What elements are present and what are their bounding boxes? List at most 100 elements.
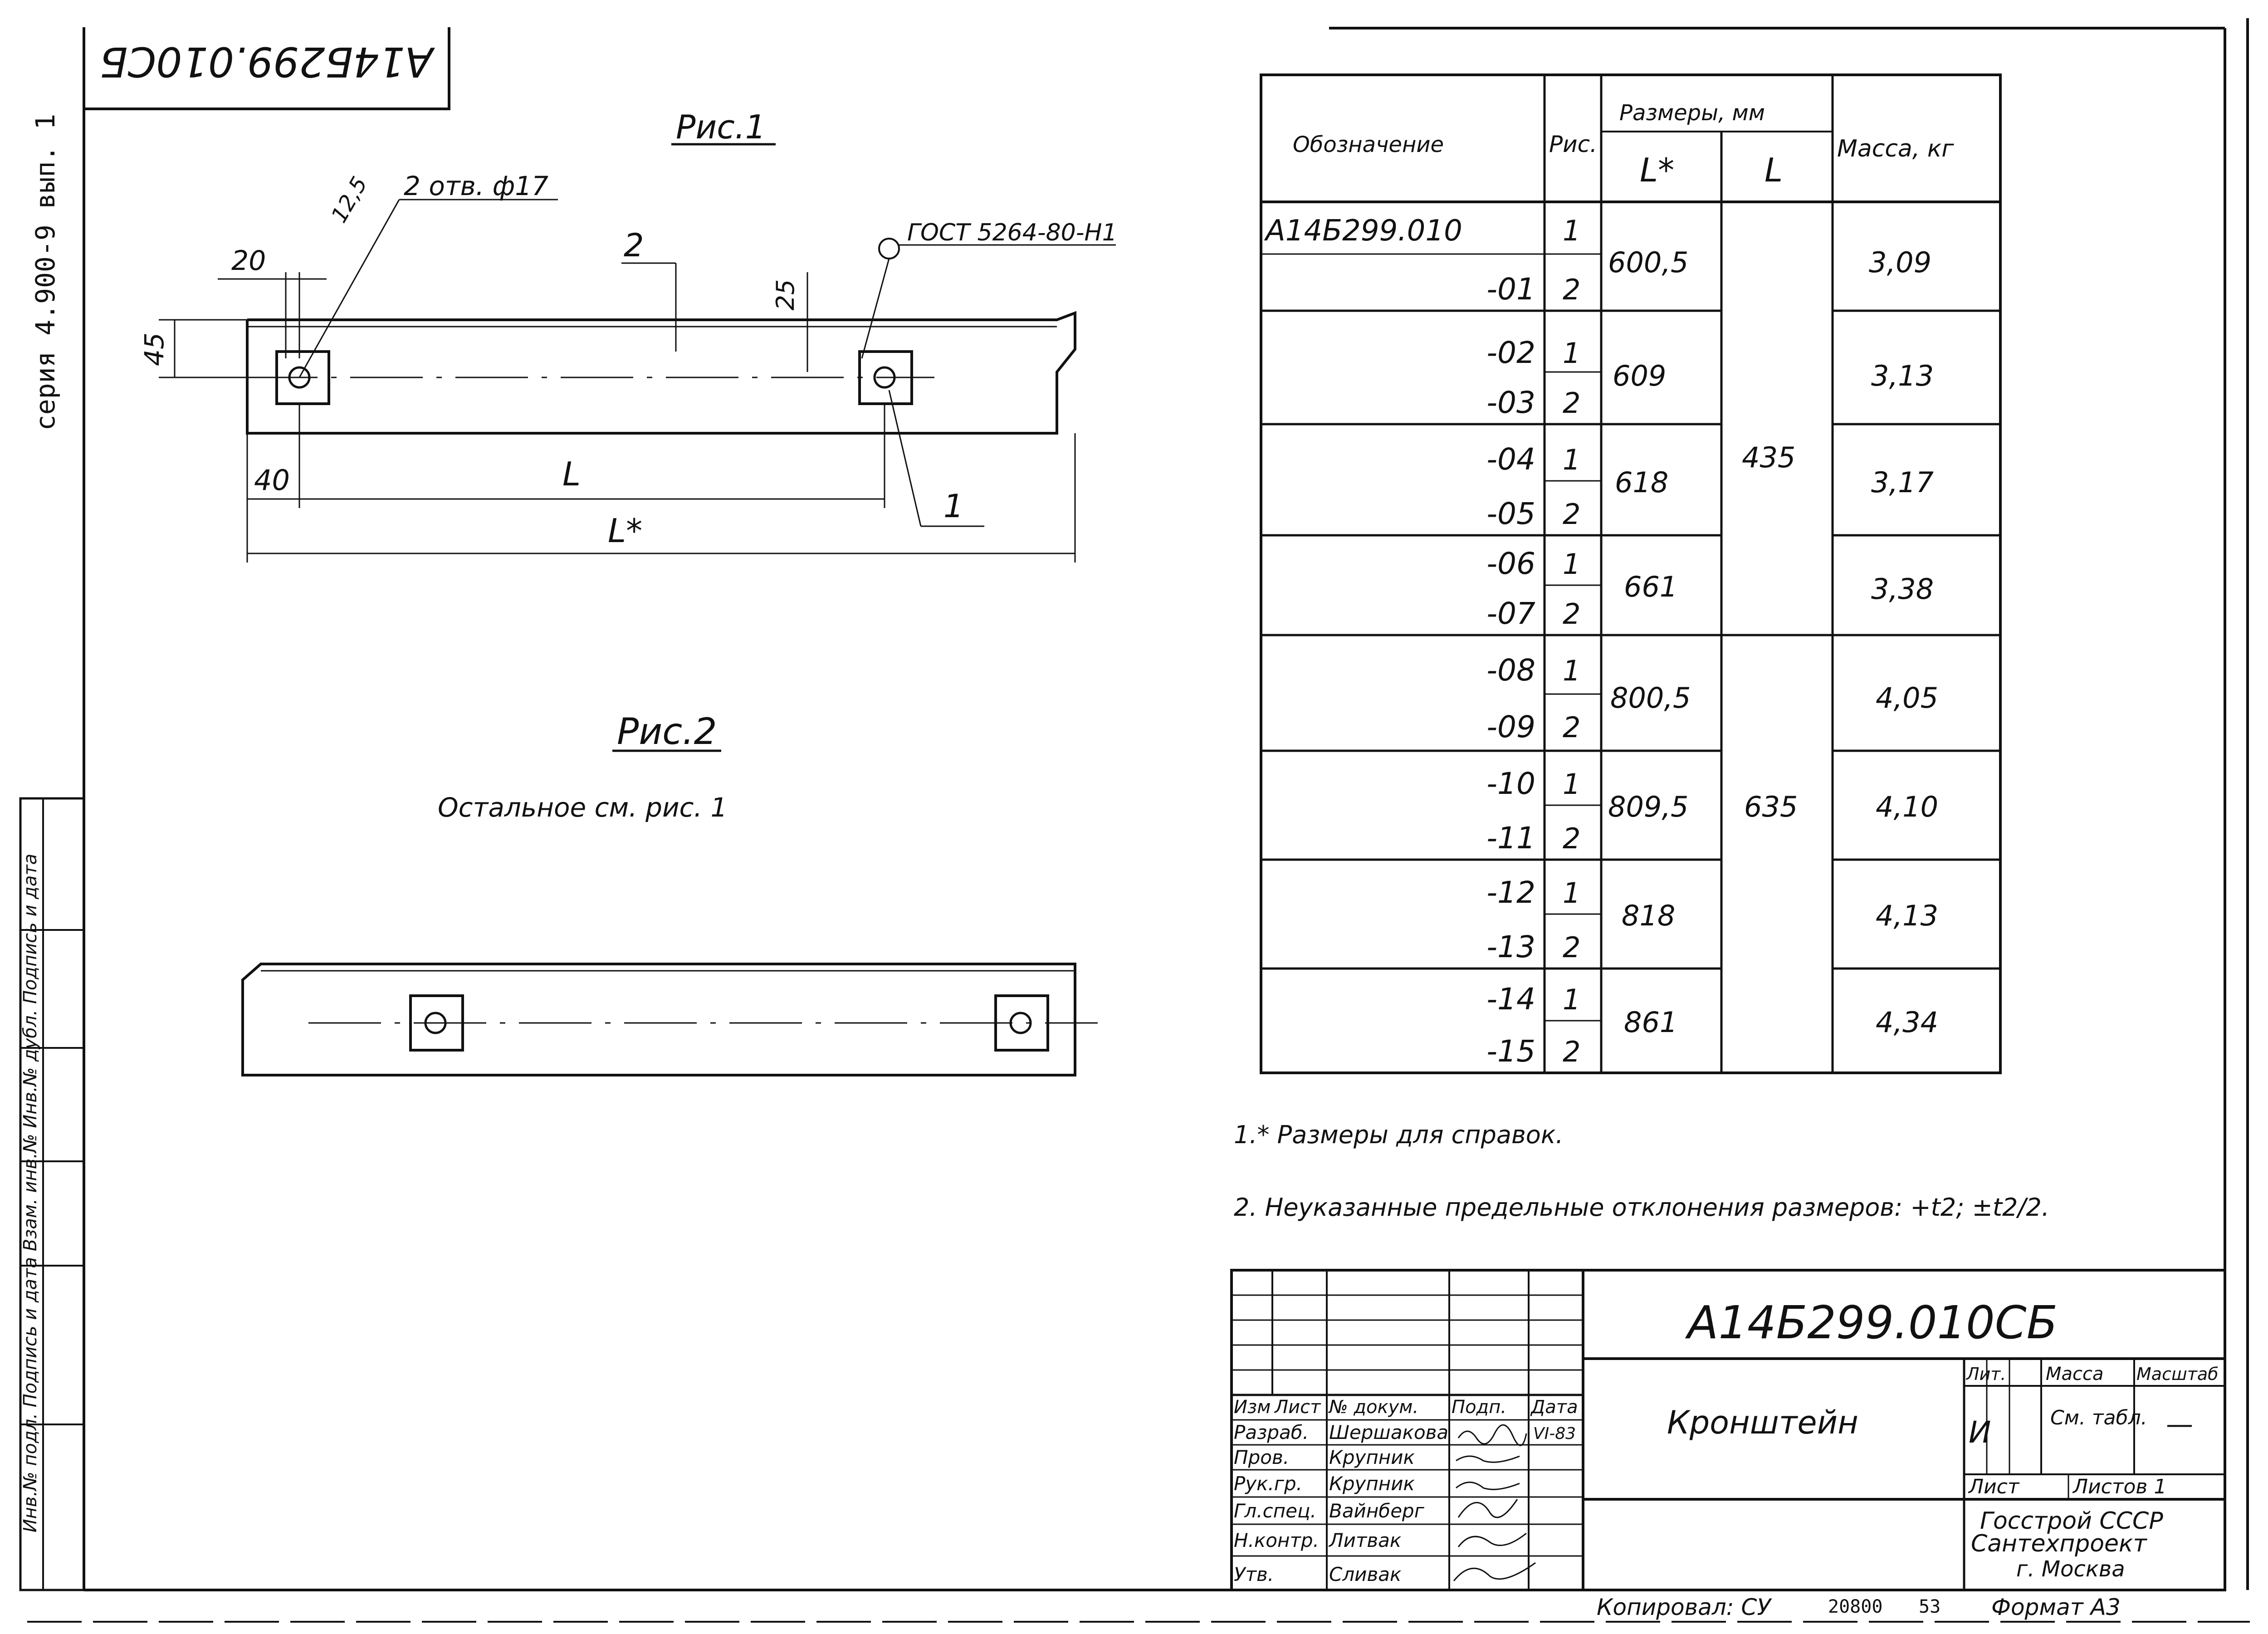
row-fig: 2 xyxy=(1563,597,1580,631)
tb-role: Н.контр. xyxy=(1234,1529,1319,1551)
tb-person: Крупник xyxy=(1329,1473,1415,1495)
tb-col-izm: Изм xyxy=(1234,1397,1271,1418)
footer-number-2: 53 xyxy=(1919,1596,1941,1617)
inventory-strip-text: Инв.№ подл. Подпись и дата Взам. инв.№ И… xyxy=(20,854,41,1533)
lstar-value: 618 xyxy=(1615,466,1668,499)
mass-value: 3,13 xyxy=(1871,359,1934,392)
table-row: -04 1 xyxy=(1486,442,1580,477)
lstar-value: 818 xyxy=(1622,899,1675,932)
row-designation: -02 xyxy=(1486,335,1535,370)
mass-value: 4,13 xyxy=(1876,899,1938,932)
tb-col-sign: Подп. xyxy=(1452,1397,1506,1418)
tb-person: Литвак xyxy=(1328,1529,1402,1551)
mass-value: 3,17 xyxy=(1871,466,1934,499)
tb-col-date: Дата xyxy=(1530,1397,1578,1418)
row-fig: 2 xyxy=(1563,711,1580,744)
gost-ref: ГОСТ 5264-80-Н1 xyxy=(907,219,1117,246)
row-designation: -05 xyxy=(1486,496,1535,531)
th-dims: Размеры, мм xyxy=(1619,100,1765,126)
footer: Копировал: СУ 20800 53 Формат А3 xyxy=(1597,1594,2121,1620)
table-row: -01 2 xyxy=(1486,272,1580,307)
row-fig: 2 xyxy=(1563,1035,1580,1068)
table-row: A14Б299.010 1 xyxy=(1264,214,1580,248)
position-1: 1 xyxy=(943,488,964,525)
note-2: 2. Неуказанные предельные отклонения раз… xyxy=(1234,1193,2049,1222)
th-lstar: L* xyxy=(1640,151,1674,189)
dim-20: 20 xyxy=(231,245,266,277)
table-row: -15 2 xyxy=(1486,1034,1580,1069)
lstar-value: 800,5 xyxy=(1610,681,1691,714)
row-designation: -04 xyxy=(1486,442,1535,477)
inventory-strip: Инв.№ подл. Подпись и дата Взам. инв.№ И… xyxy=(19,797,85,1591)
dim-25: 25 xyxy=(771,279,800,311)
row-fig: 1 xyxy=(1563,876,1580,910)
tb-scale-label: Масштаб xyxy=(2136,1364,2219,1384)
tb-scale-value: — xyxy=(2166,1409,2193,1440)
row-fig: 1 xyxy=(1563,768,1580,801)
th-l: L xyxy=(1765,151,1783,189)
tb-code: A14Б299.010СБ xyxy=(1685,1296,2058,1349)
table-row: -07 2 xyxy=(1486,596,1580,631)
tb-person: Вайнберг xyxy=(1329,1500,1425,1522)
tb-person: Сливак xyxy=(1329,1563,1402,1585)
row-designation: A14Б299.010 xyxy=(1264,214,1462,248)
dim-l: L xyxy=(562,455,581,493)
row-designation: -07 xyxy=(1486,596,1535,631)
dim-40: 40 xyxy=(254,464,290,497)
tb-part-name: Кронштейн xyxy=(1667,1404,1858,1441)
holes-note: 2 отв. ф17 xyxy=(404,171,548,201)
row-fig: 2 xyxy=(1563,386,1580,420)
row-designation: -06 xyxy=(1486,546,1535,581)
row-designation: -14 xyxy=(1486,982,1535,1017)
mass-value: 3,09 xyxy=(1869,246,1931,279)
mass-value: 3,38 xyxy=(1871,572,1934,606)
spec-table: Обозначение Рис. Размеры, мм L* L Масса,… xyxy=(1260,73,2002,1074)
flipped-code-box: A14Б299.010СБ xyxy=(84,27,450,110)
dim-45: 45 xyxy=(139,333,170,366)
row-designation: -15 xyxy=(1486,1034,1535,1069)
tb-role: Пров. xyxy=(1234,1446,1289,1468)
tb-lit-label: Лит. xyxy=(1965,1364,2006,1384)
row-fig: 1 xyxy=(1563,214,1580,247)
tb-lit-value: И xyxy=(1969,1415,1991,1450)
row-fig: 2 xyxy=(1563,273,1580,306)
lstar-value: 600,5 xyxy=(1608,246,1689,279)
roughness: 12,5 xyxy=(326,172,372,227)
l-value: 635 xyxy=(1744,790,1798,823)
th-mass: Масса, кг xyxy=(1837,135,1954,162)
th-designation: Обозначение xyxy=(1293,132,1444,157)
tb-role: Гл.спец. xyxy=(1234,1500,1316,1522)
th-fig: Рис. xyxy=(1549,131,1597,157)
row-fig: 1 xyxy=(1563,548,1580,581)
footer-number: 20800 xyxy=(1828,1596,1882,1617)
lstar-value: 861 xyxy=(1624,1006,1677,1039)
table-row: -06 1 xyxy=(1486,546,1580,581)
title-block: Изм Лист № докум. Подп. Дата Разраб. Шер… xyxy=(1230,1269,2226,1591)
row-designation: -01 xyxy=(1486,272,1535,307)
row-designation: -08 xyxy=(1486,653,1535,688)
footer-copied: Копировал: СУ xyxy=(1597,1594,1772,1620)
tb-role: Разраб. xyxy=(1234,1421,1309,1443)
lstar-value: 609 xyxy=(1613,359,1666,392)
row-designation: -13 xyxy=(1486,930,1535,964)
tb-sheet-label: Лист xyxy=(1968,1475,2020,1498)
tb-person: Шершакова xyxy=(1329,1421,1448,1443)
lstar-value: 661 xyxy=(1624,570,1677,603)
series-label: серия 4.900-9 вып. 1 xyxy=(30,114,61,431)
mass-value: 4,10 xyxy=(1876,790,1938,823)
tb-role: Утв. xyxy=(1234,1563,1274,1585)
tb-org-3: г. Москва xyxy=(2016,1556,2125,1582)
flipped-code: A14Б299.010СБ xyxy=(100,38,435,85)
tb-person: Крупник xyxy=(1329,1446,1415,1468)
lstar-value: 809,5 xyxy=(1608,790,1689,823)
row-fig: 1 xyxy=(1563,443,1580,476)
tb-date: VI-83 xyxy=(1533,1424,1576,1443)
